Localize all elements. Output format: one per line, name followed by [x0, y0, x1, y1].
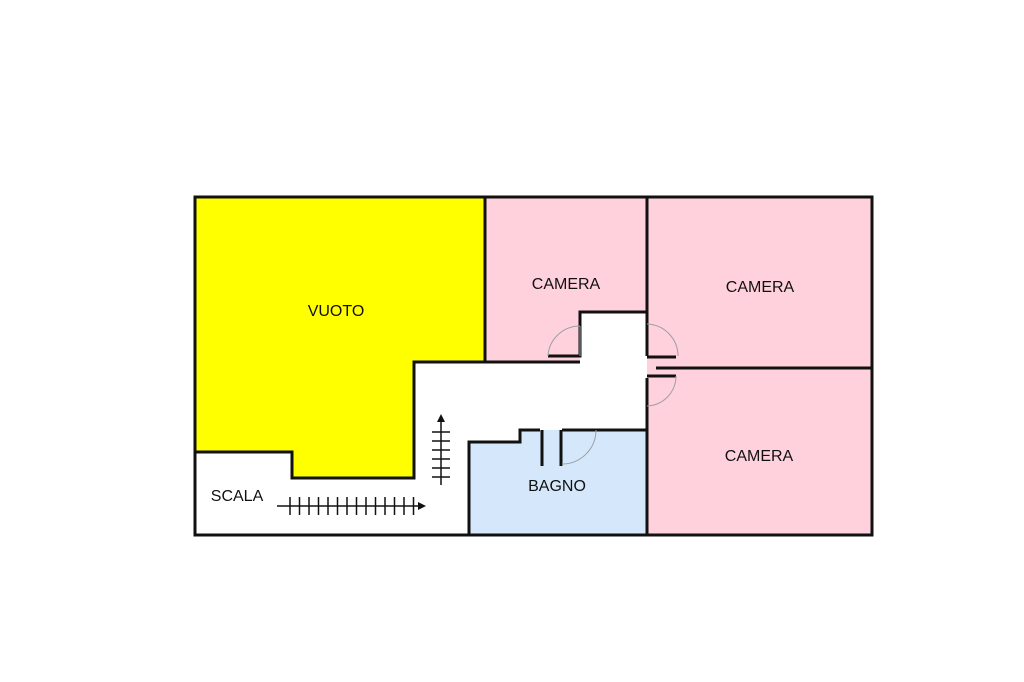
- bedroom-small-area[interactable]: [485, 198, 647, 362]
- stair-arrow-vertical: [432, 414, 450, 485]
- stair-arrow-horizontal: [277, 497, 426, 515]
- bedroom-top-right-label: CAMERA: [726, 279, 795, 296]
- bathroom-area[interactable]: [469, 430, 647, 534]
- interior-walls: [196, 198, 871, 534]
- outer-wall: [193, 195, 874, 537]
- bedroom-small-label: CAMERA: [532, 276, 601, 293]
- bathroom-label: BAGNO: [528, 478, 586, 495]
- bedroom-bottom-right-label: CAMERA: [725, 448, 794, 465]
- door-swings: [547, 323, 679, 465]
- stairs-label: SCALA: [211, 488, 264, 505]
- void-label: VUOTO: [308, 303, 365, 320]
- bedroom-bottom-right-area[interactable]: [647, 368, 871, 534]
- bedroom-top-right-area[interactable]: [647, 198, 871, 368]
